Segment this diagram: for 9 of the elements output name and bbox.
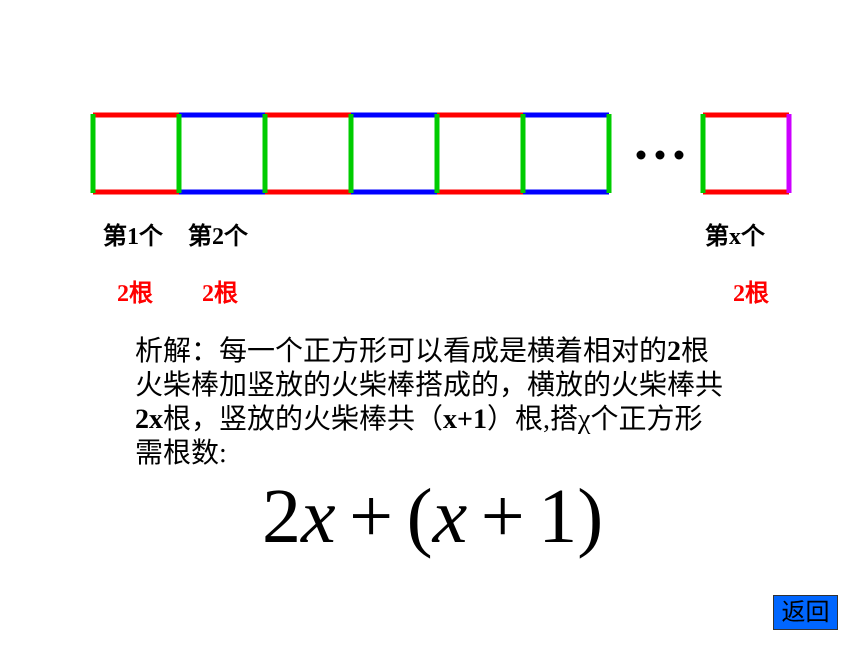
stick-count-label: 2根 <box>202 280 238 308</box>
stick-count-label: 2根 <box>117 280 153 308</box>
square-label: 第2个 <box>188 223 248 251</box>
back-button: 返回 <box>773 595 838 630</box>
stick-count-label: 2根 <box>733 280 769 308</box>
square-label: 第x个 <box>705 223 765 251</box>
explanation-paragraph: 析解：每一个正方形可以看成是横着相对的2根火柴棒加竖放的火柴棒搭成的，横放的火柴棒共2x根，竖放的火柴棒共（x+1）根,搭χ个正方形需根数: <box>135 335 724 471</box>
formula-text: 2x + (x + 1) <box>262 471 604 561</box>
square-label: 第1个 <box>103 223 163 251</box>
